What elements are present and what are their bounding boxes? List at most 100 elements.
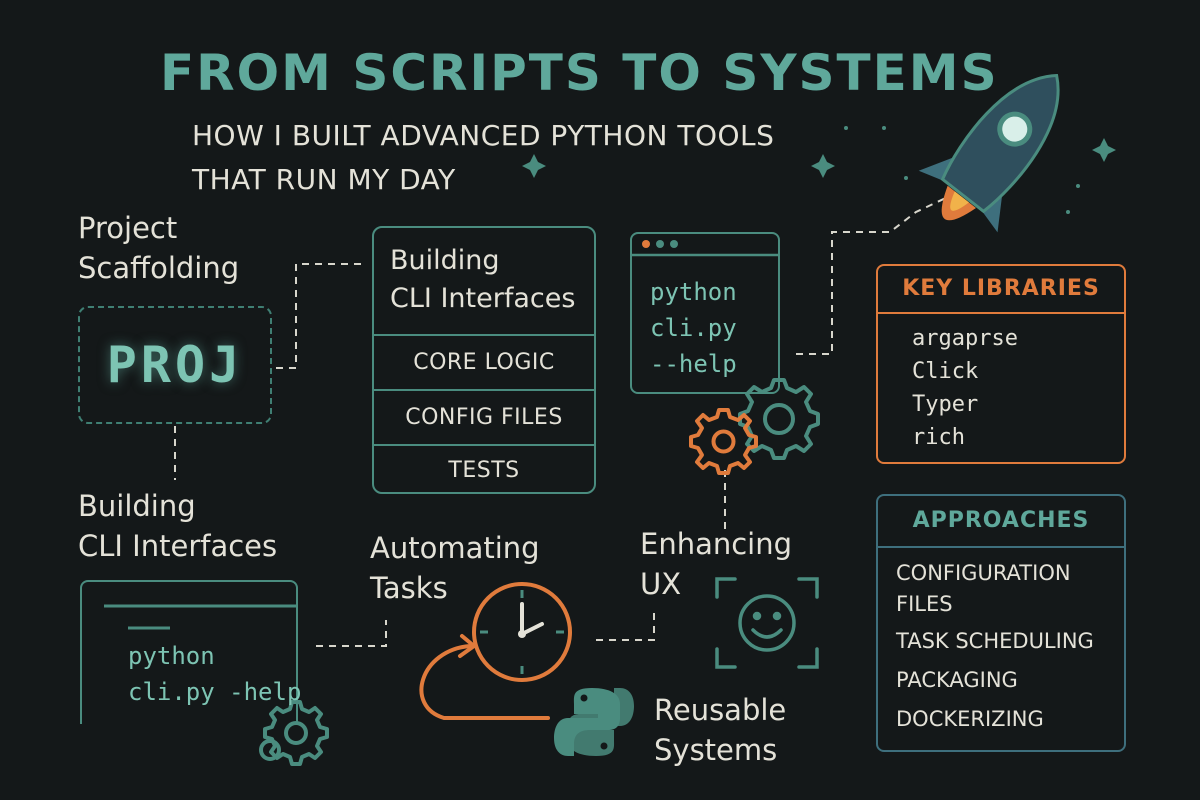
connector-proj-to-stack (276, 263, 362, 369)
bottom-terminal-window: python cli.py -help (80, 580, 301, 724)
key-libraries-list: argaprse Click Typer rich (912, 322, 1018, 454)
approaches-list: CONFIGURATION FILES TASK SCHEDULING PACK… (896, 558, 1094, 735)
sparkle-icon (811, 154, 835, 178)
frame-corner (715, 577, 737, 599)
sparkle-icon (1076, 184, 1080, 188)
smiley-face (738, 594, 796, 652)
sparkle-icon (1092, 138, 1116, 162)
label-line: Enhancing (640, 527, 793, 561)
gear-icon (738, 378, 820, 460)
panel-divider (878, 312, 1124, 314)
connector-clock-to-ux (596, 612, 655, 641)
library-item: Typer (912, 392, 979, 417)
clock-face (472, 582, 572, 682)
key-libraries-panel: KEY LIBRARIES argaprse Click Typer rich (876, 264, 1126, 464)
approach-item: TASK SCHEDULING (896, 629, 1094, 653)
panel-divider (878, 546, 1124, 548)
gear-icon-outline (689, 408, 758, 475)
label-line: Building (78, 489, 196, 523)
approach-item: PACKAGING (896, 668, 1018, 692)
code-line: python (650, 278, 737, 306)
sparkle-icon (844, 126, 848, 130)
label-line: Tasks (370, 571, 448, 605)
sparkle-icon (882, 126, 886, 130)
stack-heading-line: CLI Interfaces (390, 283, 576, 314)
rocket-flame-inner (950, 191, 969, 211)
stack-heading: Building CLI Interfaces (390, 242, 575, 318)
connector-terminal-to-clock (316, 620, 387, 647)
python-logo-bottom (568, 688, 634, 756)
cli-interfaces-label: Building CLI Interfaces (78, 486, 277, 566)
label-line: Scaffolding (78, 251, 240, 285)
approaches-panel: APPROACHES CONFIGURATION FILES TASK SCHE… (876, 494, 1126, 752)
dashed-connectors (174, 195, 951, 647)
library-item: argaprse (912, 326, 1018, 351)
label-line: CLI Interfaces (78, 529, 278, 563)
label-line: Reusable (654, 693, 787, 727)
clock-ticks (480, 590, 564, 674)
subtitle-line-1: HOW I BUILT ADVANCED PYTHON TOOLS (192, 119, 775, 152)
page-subtitle: HOW I BUILT ADVANCED PYTHON TOOLS THAT R… (192, 114, 774, 202)
rocket-window (997, 111, 1033, 147)
smiley-icon (715, 577, 819, 669)
terminal-code: python cli.py -help (128, 638, 301, 710)
clock-icon (472, 582, 572, 682)
code-line: cli.py (650, 314, 737, 342)
gear-icon-outline (263, 700, 329, 766)
proj-badge: PROJ (78, 306, 272, 424)
label-line: UX (640, 567, 682, 601)
gear-icon-hub (763, 403, 795, 435)
refresh-arrow-icon (419, 634, 550, 720)
subtitle-line-2: THAT RUN MY DAY (192, 163, 456, 196)
page-title: FROM SCRIPTS TO SYSTEMS (160, 44, 999, 102)
project-scaffolding-label: Project Scaffolding (78, 208, 239, 288)
gear-icon (689, 408, 758, 475)
smiley-mouth (751, 628, 783, 639)
gear-icon-small (259, 739, 281, 761)
sparkle-icon (904, 176, 908, 180)
gear-icon-outline (738, 378, 820, 460)
gear-icon-hub (711, 429, 736, 454)
label-line: Project (78, 211, 178, 245)
library-item: rich (912, 425, 965, 450)
code-line: cli.py -help (128, 678, 302, 706)
label-line: Systems (654, 733, 778, 767)
python-logo-icon (554, 688, 634, 756)
sparkle-icon (1066, 210, 1070, 214)
approaches-title: APPROACHES (912, 508, 1090, 533)
reusable-systems-label: Reusable Systems (654, 690, 786, 770)
approach-item: FILES (896, 592, 953, 616)
code-line: python (128, 642, 215, 670)
library-item: Click (912, 359, 979, 384)
sparkle-icon (522, 154, 546, 178)
rocket-body (940, 73, 1060, 214)
refresh-arrow-curve (419, 644, 550, 720)
frame-corner (797, 647, 819, 669)
label-line: Automating (370, 531, 540, 565)
stack-row-tests: TESTS (374, 444, 594, 494)
stack-row-config-files: CONFIG FILES (374, 389, 594, 444)
terminal-code: python cli.py --help (650, 274, 737, 382)
stack-heading-line: Building (390, 245, 500, 276)
top-terminal-window: python cli.py --help (630, 232, 780, 394)
key-libraries-title: KEY LIBRARIES (902, 276, 1100, 301)
approach-item: DOCKERIZING (896, 707, 1044, 731)
code-line: --help (650, 350, 737, 378)
automating-tasks-label: Automating Tasks (370, 528, 540, 608)
terminal-underline (104, 604, 296, 630)
stack-row-core-logic: CORE LOGIC (374, 334, 594, 389)
frame-corner (797, 577, 819, 599)
approach-item: CONFIGURATION (896, 561, 1071, 585)
enhancing-ux-label: Enhancing UX (640, 524, 792, 604)
clock-hands (520, 602, 544, 638)
frame-corner (715, 647, 737, 669)
terminal-dots (632, 240, 778, 257)
rocket-icon (918, 73, 1060, 233)
gear-icon-hub (284, 721, 308, 745)
connector-terminal-to-libraries (796, 195, 951, 355)
refresh-arrow-head (458, 634, 478, 658)
layer-stack: Building CLI Interfaces CORE LOGIC CONFI… (372, 226, 596, 494)
sparkle-icon (522, 126, 1116, 214)
